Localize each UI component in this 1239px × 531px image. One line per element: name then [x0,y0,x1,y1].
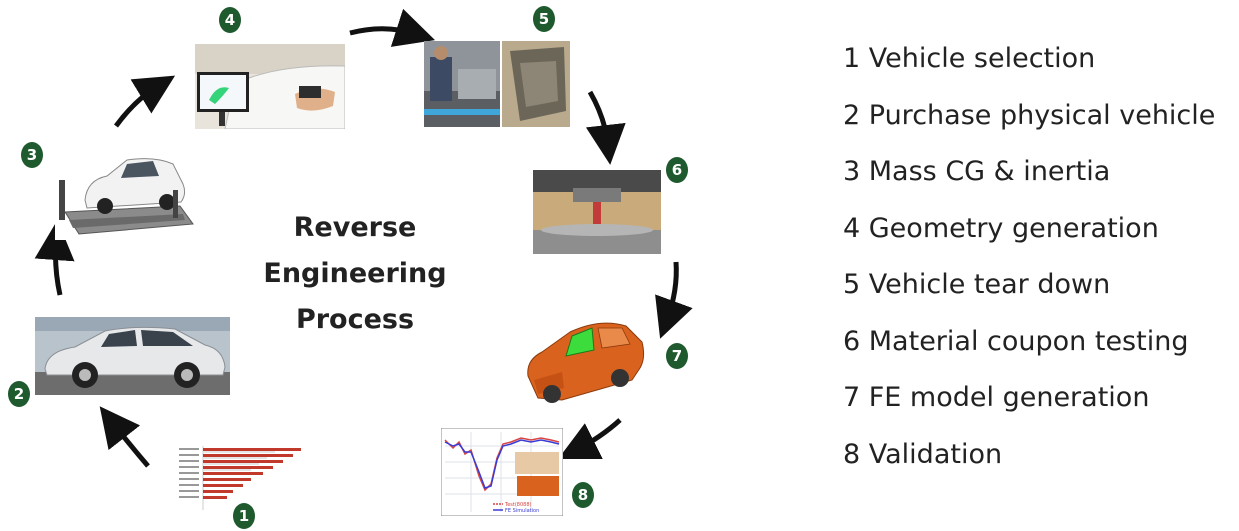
validation-plot-image: Test(8088) FE Simulation [441,428,563,516]
vehicle-selection-chart-image [175,442,305,514]
step-badge-7: 7 [666,343,688,369]
step-item-2: 2 Purchase physical vehicle [843,99,1216,131]
step-badge-5: 5 [533,6,555,32]
step-badge-1: 1 [233,503,255,529]
coupon-testing-photo [533,170,661,254]
step-badge-6: 6 [666,157,688,183]
arrow-5-to-6 [585,90,626,165]
step-item-8: 8 Validation [843,438,1003,470]
arrow-6-to-7 [655,261,693,339]
step-item-6: 6 Material coupon testing [843,325,1189,357]
step-item-7: 7 FE model generation [843,382,1150,413]
legend-fe-simulation-label: FE Simulation [505,508,539,514]
step-badge-8: 8 [572,482,594,508]
suv-photo [35,317,230,395]
center-title-line-1: Reverse [293,212,417,243]
step-list: 1 Vehicle selection 2 Purchase physical … [843,38,1215,490]
step-badge-4: 4 [219,7,241,33]
center-title-line-2: Engineering [263,258,447,289]
arrow-7-to-8 [558,418,622,459]
mass-cg-rig-photo [55,150,195,240]
legend-test-label: Test(8088) [504,502,532,508]
step-item-4: 4 Geometry generation [843,212,1159,244]
arrow-4-to-5 [349,8,436,47]
geometry-scan-photo [195,44,345,129]
arrow-1-to-2 [99,406,150,468]
arrow-3-to-4 [113,75,176,128]
center-title: Reverse Engineering Process [250,205,460,343]
step-item-5: 5 Vehicle tear down [843,269,1111,300]
vehicle-teardown-photo [424,41,570,127]
fe-car-model-image [527,322,645,403]
step-badge-2: 2 [8,381,30,407]
arrow-2-to-3 [34,220,75,296]
step-item-3: 3 Mass CG & inertia [843,156,1111,187]
step-badge-3: 3 [21,142,43,168]
center-title-line-3: Process [295,304,415,335]
step-item-1: 1 Vehicle selection [843,43,1096,74]
